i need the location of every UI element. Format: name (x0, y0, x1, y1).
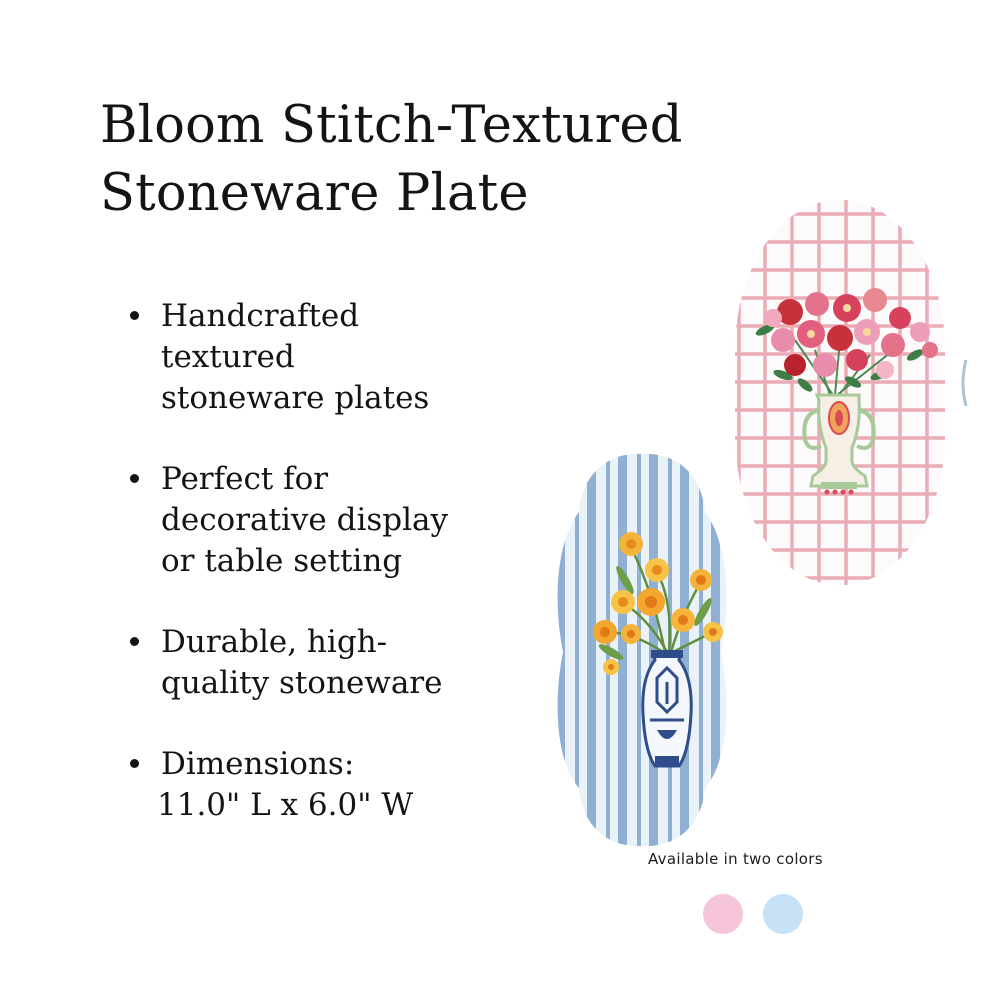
feature-item-display: Perfect for decorative display or table … (128, 459, 508, 582)
bullet-icon (130, 311, 139, 320)
color-swatch-blue[interactable] (763, 894, 803, 934)
feature-item-dimensions: Dimensions: 11.0" L x 6.0" W (128, 744, 508, 826)
bullet-icon (130, 637, 139, 646)
pink-gingham-plate-image (735, 200, 945, 585)
feature-line: Durable, high- (161, 624, 388, 660)
feature-line: 11.0" L x 6.0" W (157, 787, 414, 823)
feature-list: Handcrafted textured stoneware plates Pe… (128, 296, 508, 866)
product-title: Bloom Stitch-Textured Stoneware Plate (100, 92, 683, 228)
feature-line: textured (161, 339, 295, 375)
feature-line: or table setting (161, 543, 403, 579)
availability-label: Available in two colors (648, 850, 823, 868)
feature-line: Handcrafted (161, 298, 360, 334)
feature-line: Dimensions: (161, 746, 355, 782)
feature-line: stoneware plates (161, 380, 430, 416)
color-swatch-pink[interactable] (703, 894, 743, 934)
bullet-icon (130, 474, 139, 483)
product-title-line-2: Stoneware Plate (100, 164, 529, 223)
partial-plate-edge-image (961, 360, 968, 406)
product-title-line-1: Bloom Stitch-Textured (100, 96, 683, 155)
feature-line: quality stoneware (161, 665, 443, 701)
feature-line: Perfect for (161, 461, 329, 497)
bullet-icon (130, 759, 139, 768)
feature-item-handcrafted: Handcrafted textured stoneware plates (128, 296, 508, 419)
feature-line: decorative display (161, 502, 449, 538)
blue-striped-plate-image (557, 453, 727, 847)
feature-item-durable: Durable, high- quality stoneware (128, 622, 508, 704)
